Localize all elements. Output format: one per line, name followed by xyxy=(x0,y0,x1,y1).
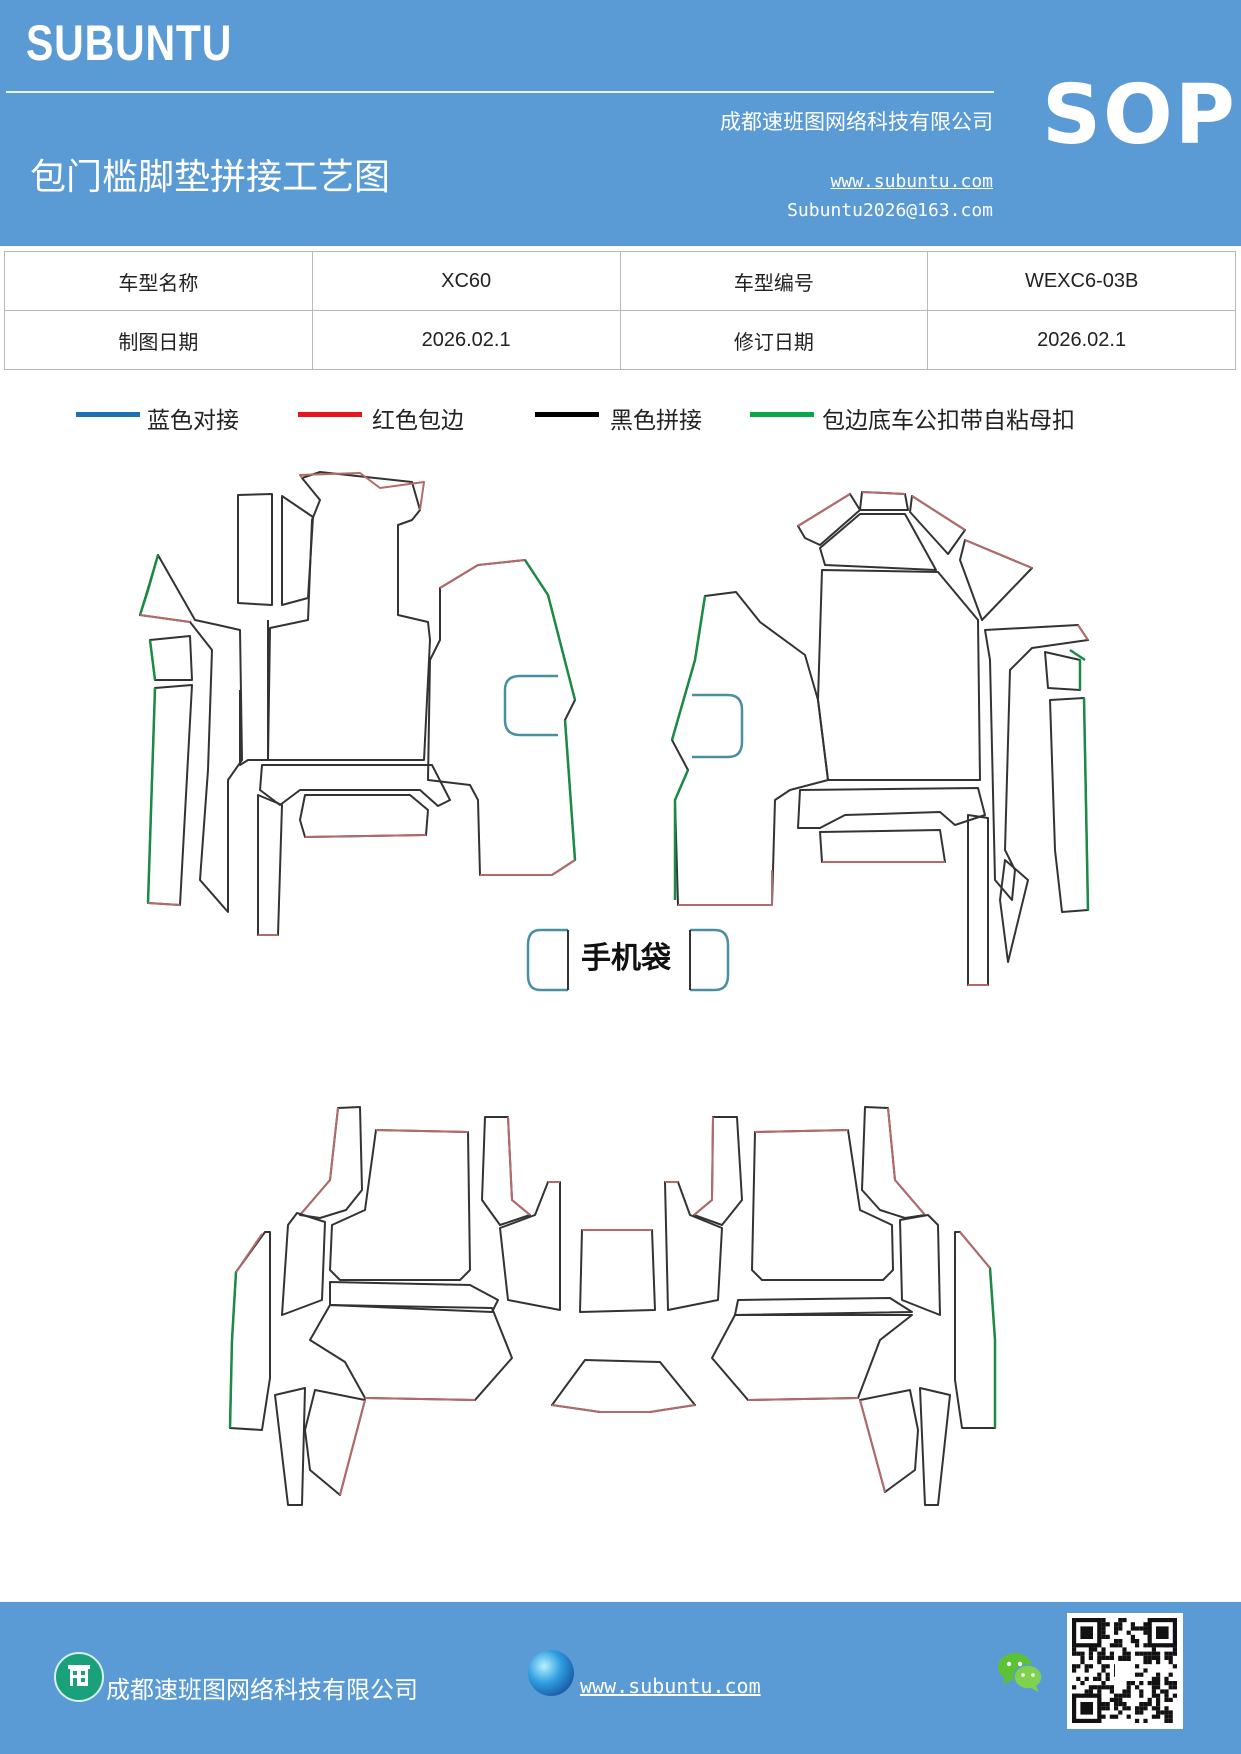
website-link[interactable]: www.subuntu.com xyxy=(830,171,993,192)
qr-code xyxy=(1067,1613,1183,1729)
phone-pocket-pieces xyxy=(526,928,730,992)
footer-company: 成都速班图网络科技有限公司 xyxy=(106,1676,418,1704)
revise-date-value: 2026.02.1 xyxy=(927,310,1236,370)
legend-swatch-green xyxy=(750,412,814,417)
model-name-label: 车型名称 xyxy=(4,251,313,311)
rear-right-mat-set xyxy=(664,1106,997,1506)
front-right-mat-set xyxy=(670,491,1090,986)
legend-label-black: 黑色拼接 xyxy=(610,408,702,434)
revise-date-label: 修订日期 xyxy=(619,310,929,370)
doc-type-label: SOP xyxy=(1042,68,1237,163)
draw-date-label: 制图日期 xyxy=(4,310,313,370)
rear-center-pieces xyxy=(551,1229,696,1413)
legend-swatch-blue xyxy=(76,412,140,417)
legend-label-red: 红色包边 xyxy=(372,408,464,434)
pocket-label: 手机袋 xyxy=(581,941,671,976)
model-code-value: WEXC6-03B xyxy=(927,251,1236,311)
rear-left-mat-set xyxy=(228,1106,561,1506)
table-row: 制图日期 2026.02.1 修订日期 2026.02.1 xyxy=(4,310,1236,370)
vehicle-info-table: 车型名称 XC60 车型编号 WEXC6-03B 制图日期 2026.02.1 … xyxy=(4,251,1236,370)
model-code-label: 车型编号 xyxy=(619,251,929,311)
draw-date-value: 2026.02.1 xyxy=(311,310,621,370)
table-row: 车型名称 XC60 车型编号 WEXC6-03B xyxy=(4,251,1236,311)
footer-website-link[interactable]: www.subuntu.com xyxy=(580,1674,761,1698)
front-left-mat-set xyxy=(138,471,577,936)
header-band: SUBUNTU SOP 成都速班图网络科技有限公司 包门槛脚垫拼接工艺图 www… xyxy=(0,0,1241,246)
legend-label-green: 包边底车公扣带自粘母扣 xyxy=(822,408,1075,434)
footer-band: 成都速班图网络科技有限公司 www.subuntu.com xyxy=(0,1602,1241,1754)
company-name: 成都速班图网络科技有限公司 xyxy=(720,110,993,134)
legend-label-blue: 蓝色对接 xyxy=(147,408,239,434)
model-name-value: XC60 xyxy=(311,251,621,311)
wechat-icon[interactable] xyxy=(996,1650,1044,1698)
email-address: Subuntu2026@163.com xyxy=(787,200,993,221)
brand-logo: SUBUNTU xyxy=(26,15,233,71)
mat-splice-drawing: 手机袋 xyxy=(138,471,1090,1506)
building-icon xyxy=(54,1652,104,1702)
globe-icon xyxy=(528,1650,574,1696)
header-divider xyxy=(6,91,994,93)
page-title: 包门槛脚垫拼接工艺图 xyxy=(30,157,391,198)
legend-swatch-black xyxy=(535,412,599,417)
legend-swatch-red xyxy=(298,412,362,417)
